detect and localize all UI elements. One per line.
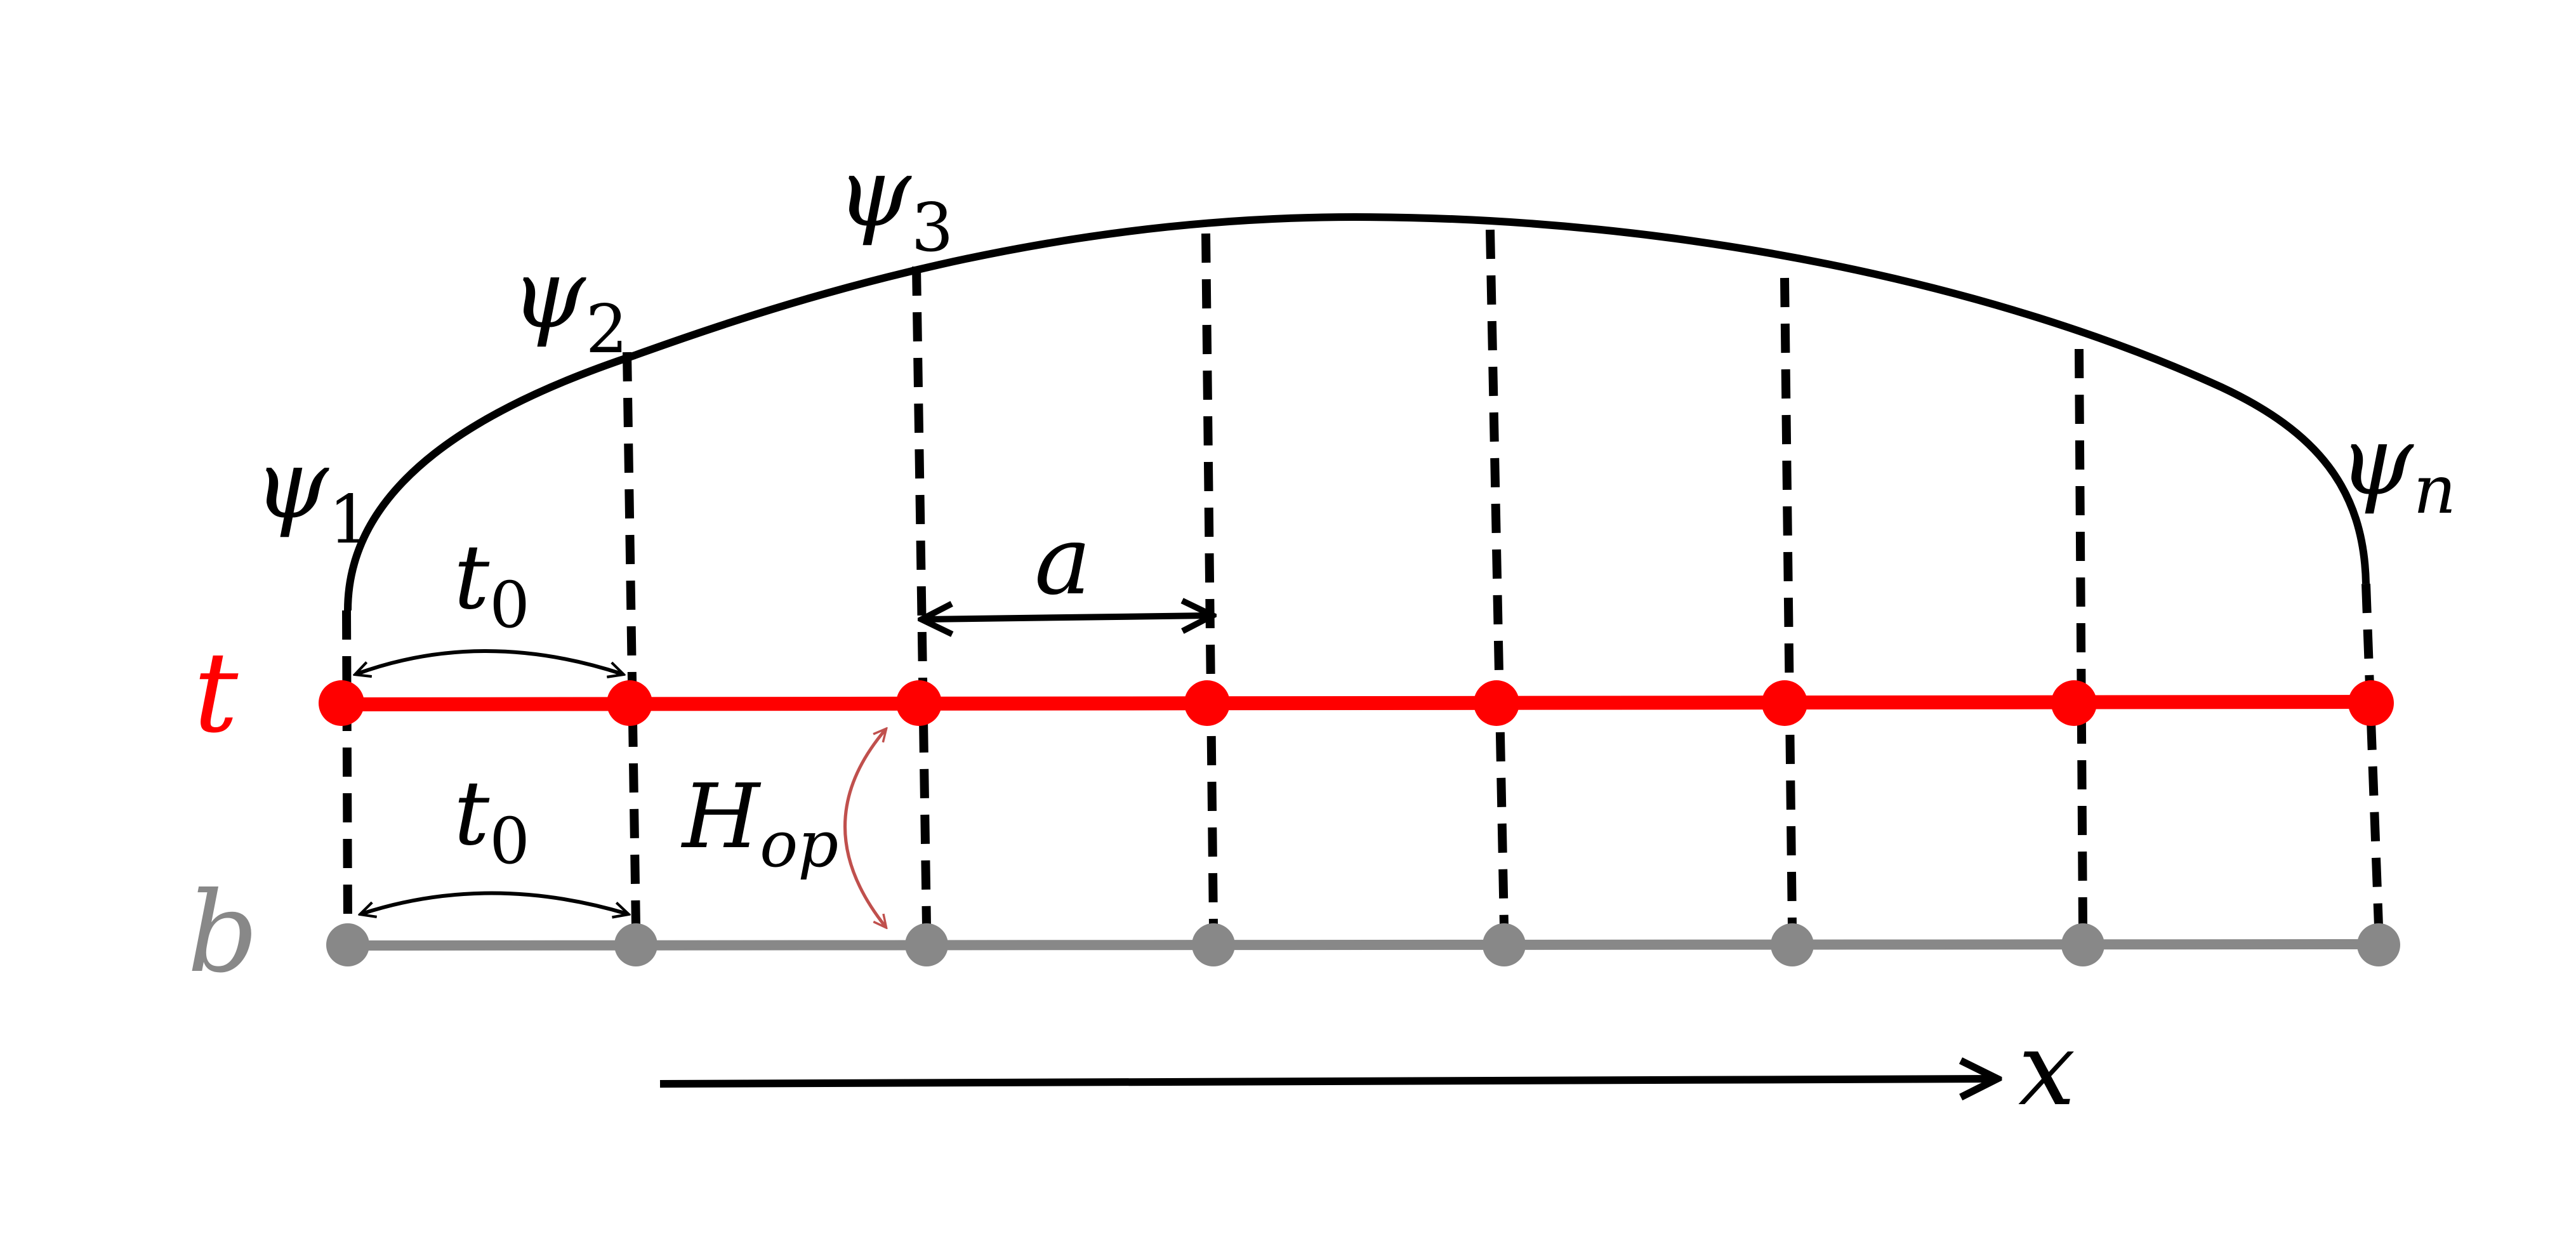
bottom-chain-bond — [347, 939, 2382, 951]
lattice-spacing-arrow — [925, 616, 1209, 619]
x-axis-arrow — [659, 1079, 1993, 1084]
psi-1-label: ψ1 — [254, 430, 371, 558]
top-chain-site — [1474, 680, 1519, 726]
top-chain-site — [2348, 680, 2394, 726]
top-chain-sites — [319, 680, 2394, 726]
bottom-chain-sites — [326, 923, 2400, 966]
psi-3-label: ψ3 — [836, 138, 953, 267]
interlayer-hopping-label: Hop — [680, 765, 838, 881]
top-chain-bond — [341, 695, 2374, 711]
bottom-hopping-arrow — [362, 891, 627, 914]
bottom-chain-site — [2061, 923, 2104, 966]
bottom-chain-site — [1483, 923, 1526, 966]
site-dashed-line — [2075, 348, 2087, 926]
bottom-chain-site — [614, 923, 657, 966]
bottom-hopping-label: t0 — [454, 762, 530, 878]
site-dashed-line — [912, 266, 931, 926]
site-dashed-line — [623, 352, 640, 926]
site-dashed-line — [342, 610, 352, 926]
site-dashed-line — [1201, 233, 1218, 926]
top-chain-site — [896, 680, 942, 726]
psi-n-label: ψn — [2339, 406, 2456, 529]
top-hopping-label: t0 — [454, 526, 530, 642]
top-chain-label: t — [194, 629, 239, 758]
lattice-spacing-label: a — [1034, 506, 1091, 616]
bottom-chain-site — [326, 923, 369, 966]
bottom-chain-site — [1771, 923, 1814, 966]
wavefunction-envelope — [344, 213, 2370, 611]
bottom-chain-label: b — [187, 869, 258, 998]
site-dashed-line — [2361, 583, 2383, 926]
site-dashed-lines — [342, 229, 2383, 926]
top-chain-site — [1184, 680, 1230, 726]
top-chain-site — [319, 680, 364, 726]
interlayer-hopping-arrow — [843, 730, 886, 926]
top-hopping-arrow — [357, 649, 622, 674]
top-chain-site — [1762, 680, 1807, 726]
bottom-chain-site — [2357, 923, 2400, 966]
top-chain-site — [2051, 680, 2097, 726]
x-axis-label: x — [2018, 1010, 2075, 1128]
top-chain-site — [607, 680, 652, 726]
bottom-chain-site — [905, 923, 948, 966]
site-dashed-line — [1486, 229, 1509, 926]
bottom-chain-site — [1192, 923, 1235, 966]
psi-2-label: ψ2 — [511, 239, 628, 368]
site-dashed-line — [1780, 277, 1797, 926]
